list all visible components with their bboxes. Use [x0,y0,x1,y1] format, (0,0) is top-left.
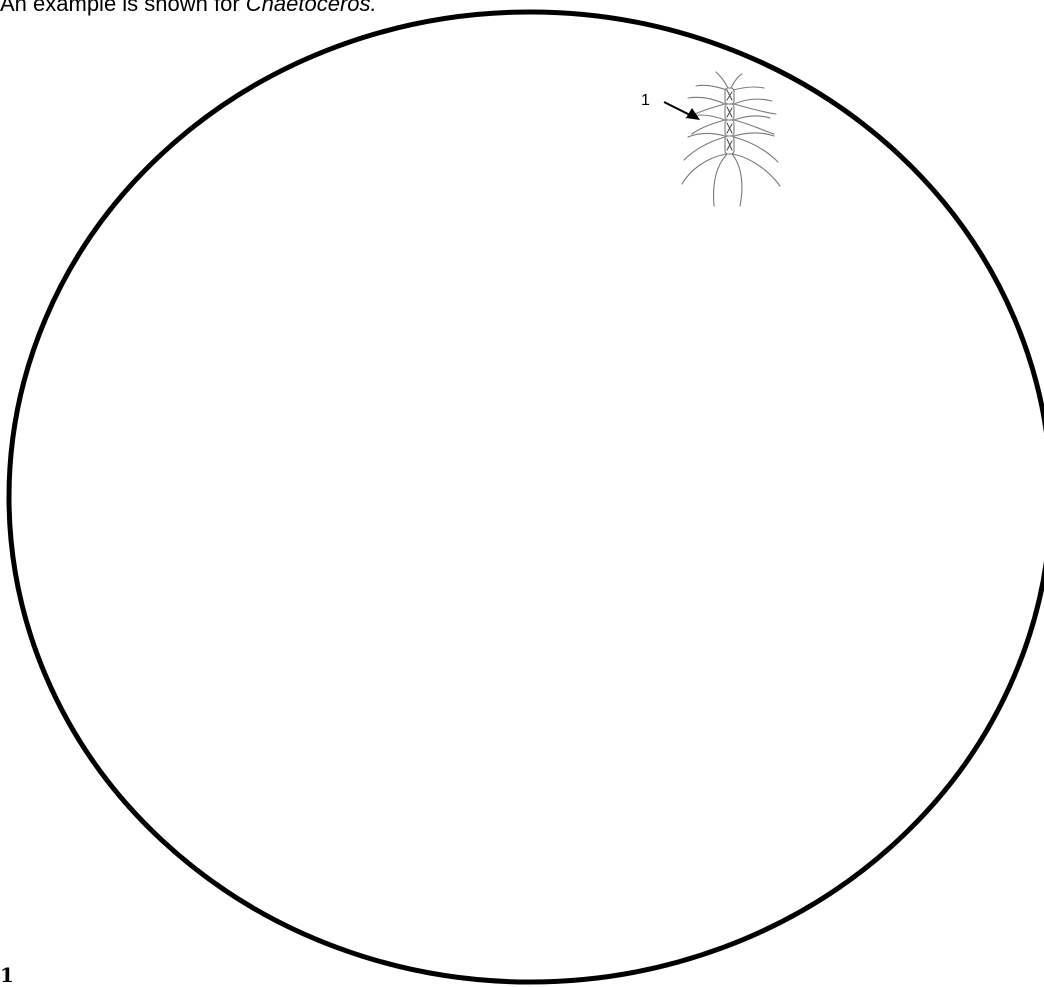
annotation-label: 1 [641,92,650,109]
question-number: 1 [0,963,14,987]
chaetoceros-sketch [682,72,780,206]
field-of-view-circle [9,12,1044,982]
annotation-arrow-line [664,102,690,115]
